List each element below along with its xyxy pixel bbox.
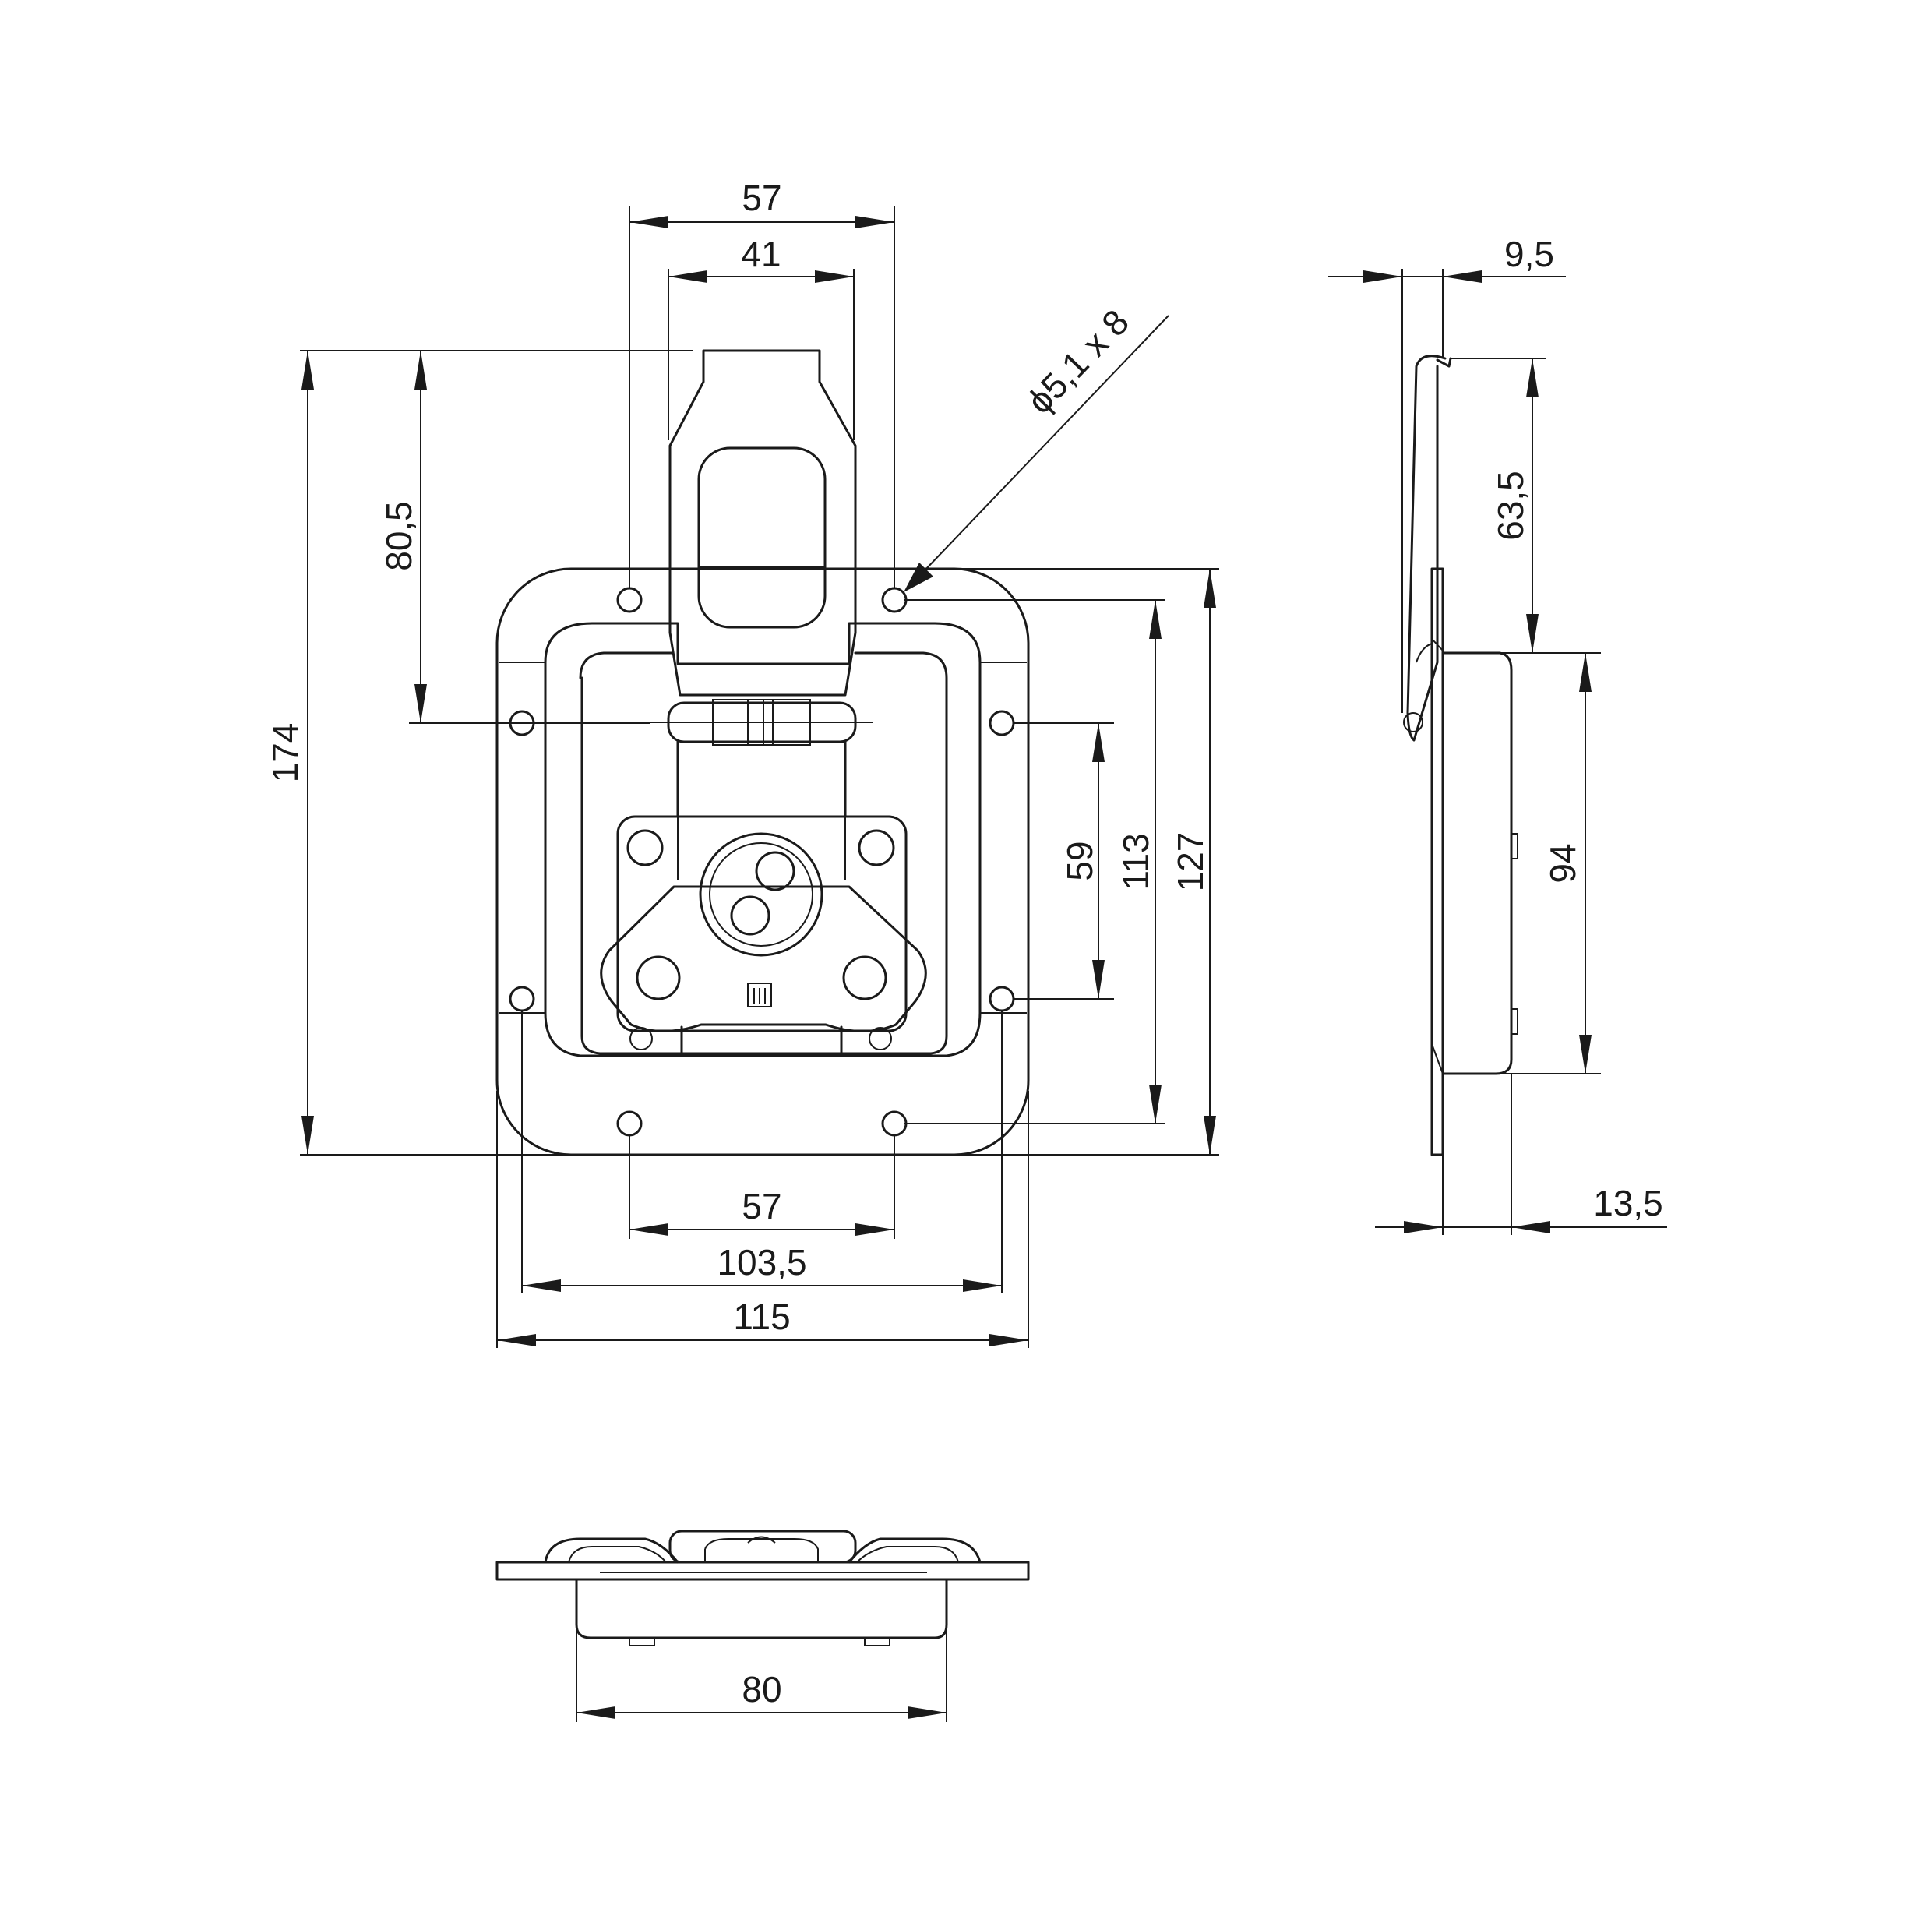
label-side-thickness: 9,5 bbox=[1504, 234, 1554, 274]
lock-pin bbox=[730, 895, 770, 936]
label-bottom-hole-spacing: 57 bbox=[742, 1186, 781, 1226]
dimension-labels: 57 41 ϕ5,1 x 8 174 80,5 59 113 127 57 10… bbox=[265, 178, 1663, 1710]
latch-body bbox=[676, 740, 847, 818]
label-hole-height-outer: 113 bbox=[1116, 833, 1156, 890]
label-handle-height: 80,5 bbox=[379, 501, 419, 571]
label-total-height: 174 bbox=[265, 723, 305, 783]
latch-screw bbox=[858, 829, 895, 866]
logo-icon bbox=[747, 983, 772, 1007]
lock-pin bbox=[755, 851, 795, 891]
dish-inner bbox=[579, 651, 948, 1055]
bottom-flange bbox=[495, 1561, 1030, 1581]
label-hole-spacing-vertical: 59 bbox=[1059, 841, 1100, 880]
label-top-width-inner: 41 bbox=[741, 234, 781, 274]
mounting-hole bbox=[616, 1110, 643, 1137]
bottom-keeper bbox=[680, 1025, 843, 1055]
label-plate-width: 115 bbox=[733, 1297, 790, 1337]
label-side-tray-height: 94 bbox=[1542, 843, 1583, 883]
cam-plate bbox=[600, 885, 927, 1032]
mounting-hole bbox=[881, 1110, 908, 1137]
side-tray bbox=[1441, 651, 1513, 1075]
latch-handle bbox=[668, 349, 857, 697]
label-side-handle-height: 63,5 bbox=[1490, 471, 1531, 541]
side-dimensions bbox=[1328, 269, 1667, 1235]
mounting-hole bbox=[509, 986, 535, 1012]
rotary-lock-outer bbox=[699, 832, 823, 957]
side-flange bbox=[1430, 567, 1444, 1156]
label-hole-spec: ϕ5,1 x 8 bbox=[1019, 302, 1137, 422]
label-tray-width: 80 bbox=[742, 1669, 781, 1710]
mounting-hole bbox=[616, 587, 643, 613]
cam-screw bbox=[842, 955, 887, 1000]
label-side-depth: 13,5 bbox=[1593, 1183, 1663, 1223]
mounting-hole bbox=[989, 986, 1015, 1012]
label-top-width-outer: 57 bbox=[742, 178, 781, 218]
front-view bbox=[495, 315, 1169, 1156]
flange-plate bbox=[495, 567, 1030, 1156]
mounting-hole bbox=[989, 710, 1015, 736]
side-handle bbox=[1406, 355, 1447, 742]
label-side-hole-spacing: 103,5 bbox=[717, 1242, 806, 1283]
bottom-dimensions bbox=[576, 1586, 947, 1722]
front-dimensions bbox=[300, 206, 1219, 1348]
latch-screw bbox=[626, 829, 664, 866]
bottom-tray bbox=[575, 1578, 948, 1639]
bottom-hinge bbox=[668, 1530, 857, 1564]
label-plate-height: 127 bbox=[1170, 832, 1211, 892]
mounting-hole bbox=[881, 587, 908, 613]
dish-outer bbox=[544, 622, 982, 1057]
cam-screw bbox=[636, 955, 681, 1000]
handle-slot bbox=[697, 446, 827, 629]
bottom-dish bbox=[544, 1537, 982, 1564]
